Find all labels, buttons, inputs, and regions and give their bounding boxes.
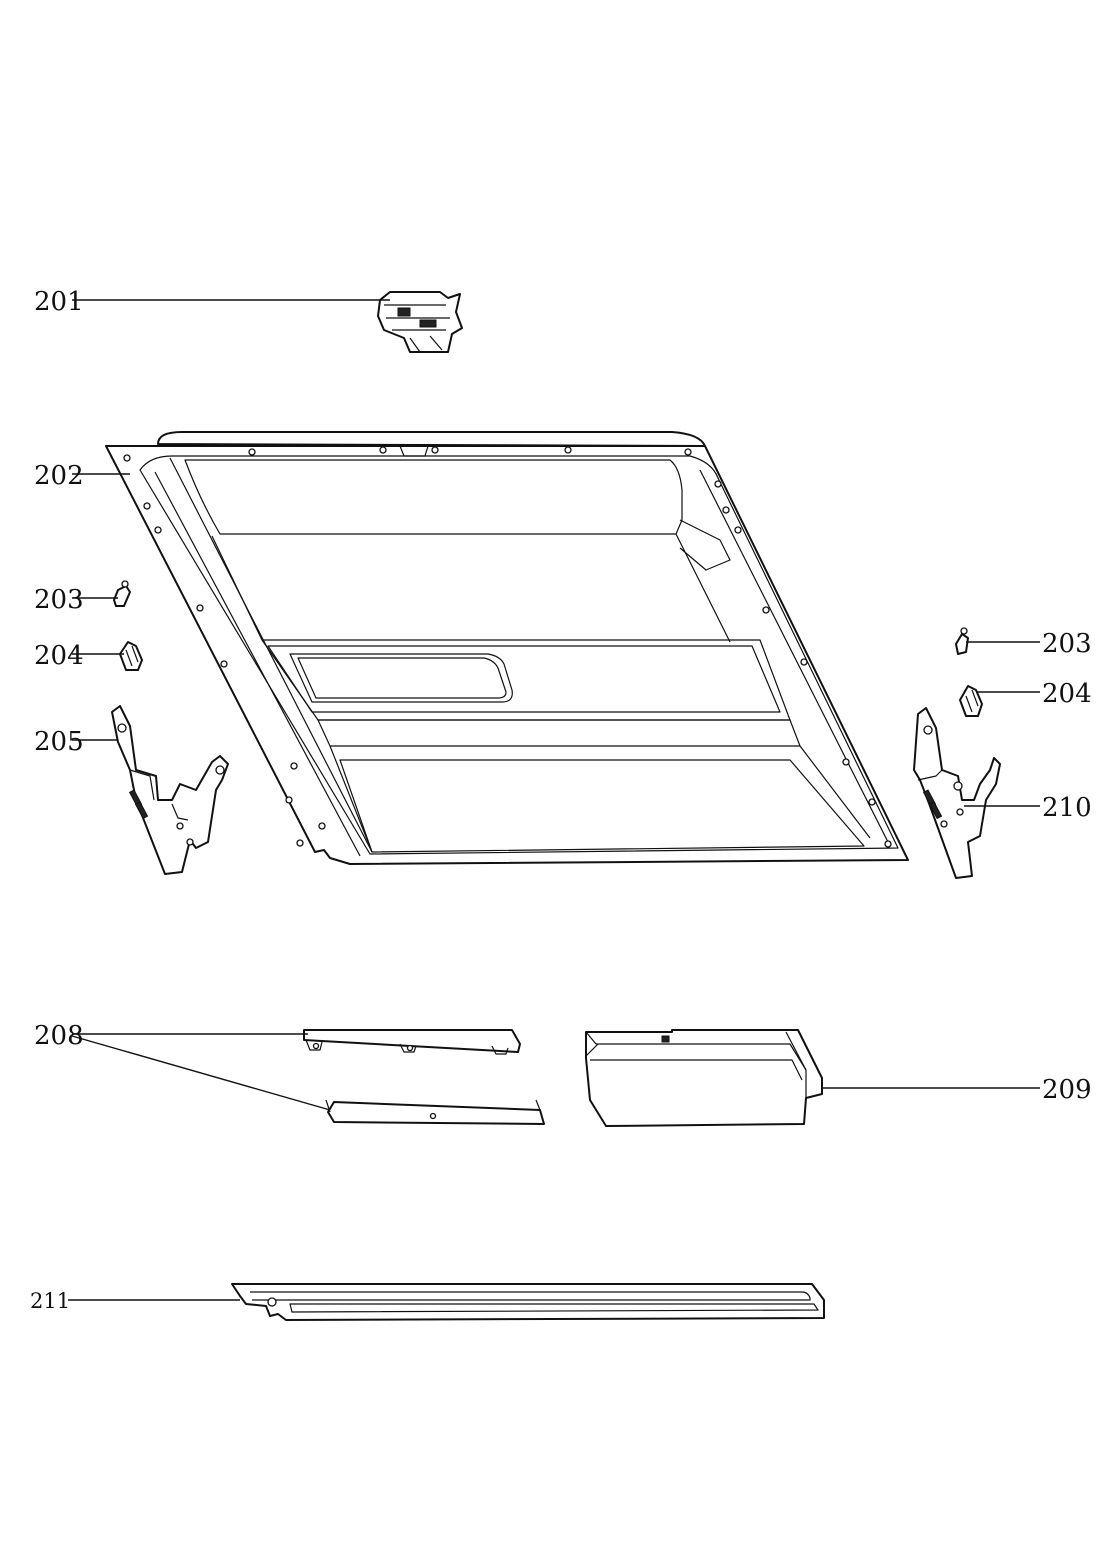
callout-210: 210 bbox=[1042, 793, 1092, 823]
callout-203-right: 203 bbox=[1042, 629, 1092, 659]
callout-201: 201 bbox=[34, 287, 84, 317]
part-204-bushing-right bbox=[959, 685, 983, 717]
part-208-rail-lower bbox=[325, 1099, 545, 1125]
part-203-clip-left bbox=[113, 580, 131, 607]
callout-209: 209 bbox=[1042, 1075, 1092, 1105]
callout-211: 211 bbox=[30, 1289, 70, 1313]
callout-208: 208 bbox=[34, 1021, 84, 1051]
part-203-clip-right bbox=[955, 627, 969, 655]
part-205-hinge-left bbox=[111, 705, 229, 875]
callout-labels: 201 202 203 204 205 203 204 210 208 209 … bbox=[30, 287, 1092, 1313]
leader-lines bbox=[68, 299, 1040, 1301]
callout-204-right: 204 bbox=[1042, 679, 1092, 709]
callout-204-left: 204 bbox=[34, 641, 84, 671]
callout-202: 202 bbox=[34, 461, 84, 491]
part-202-inner-door bbox=[105, 431, 909, 865]
callout-205: 205 bbox=[34, 727, 84, 757]
leader-208-lower bbox=[71, 1035, 331, 1111]
part-201-door-lock bbox=[377, 291, 463, 353]
part-204-bushing-left bbox=[119, 641, 143, 671]
part-208-rail-upper bbox=[303, 1029, 521, 1055]
part-210-hinge-right bbox=[913, 707, 1001, 879]
callout-203-left: 203 bbox=[34, 585, 84, 615]
part-211-bottom-rail bbox=[231, 1283, 825, 1321]
part-209-cover-box bbox=[585, 1029, 823, 1127]
